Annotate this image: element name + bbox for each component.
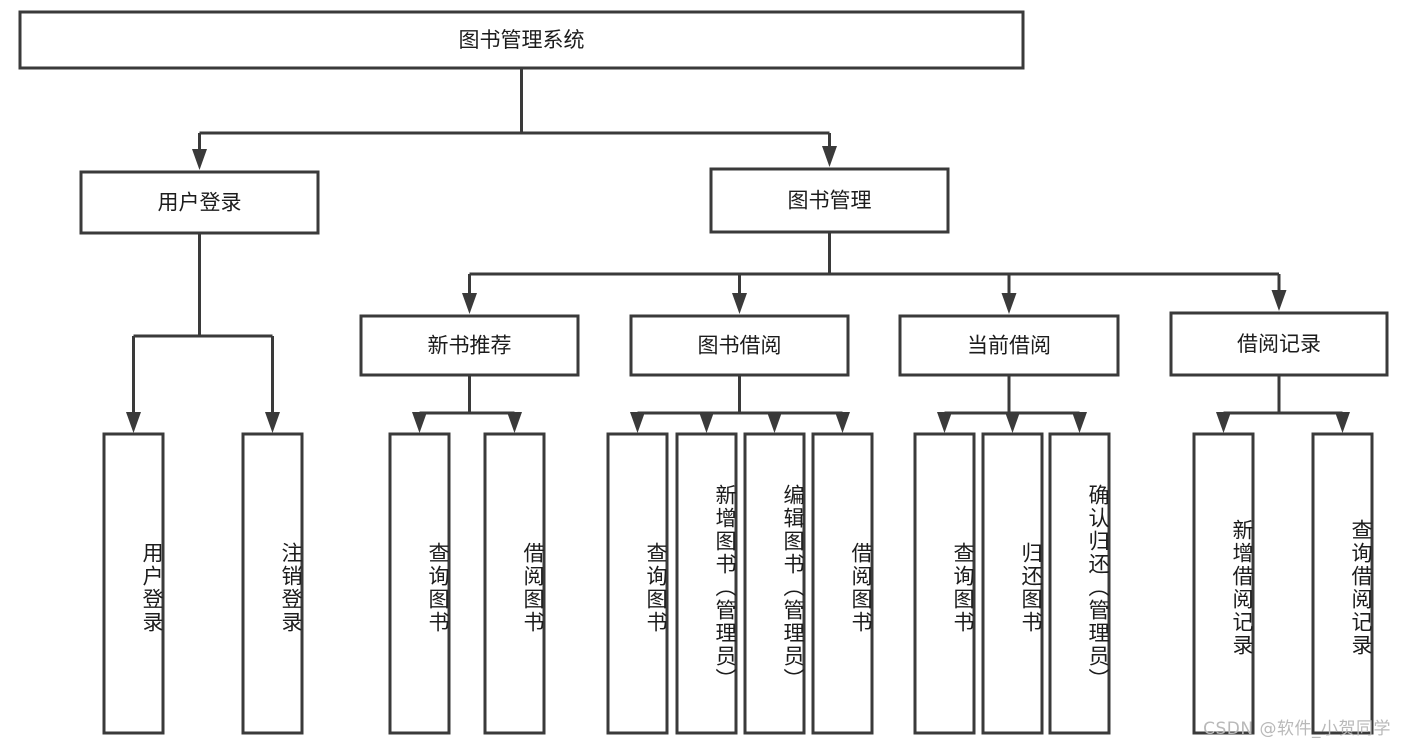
node-box-leaf-query-book-3[interactable] <box>913 432 976 735</box>
node-box-leaf-add-borrow-record[interactable] <box>1192 432 1255 735</box>
node-box-book-management[interactable] <box>709 167 950 234</box>
node-box-borrow-record[interactable] <box>1169 311 1389 377</box>
node-box-new-book-recommend[interactable] <box>359 314 580 377</box>
node-label-current-borrow: 当前借阅 <box>967 334 1051 358</box>
csdn-watermark: CSDN @软件_小贺同学 <box>1203 719 1391 739</box>
node-box-leaf-query-borrow-record[interactable] <box>1311 432 1374 735</box>
node-label-user-login: 用户登录 <box>158 191 242 215</box>
arrow-head-icon <box>767 412 782 433</box>
arrow-head-icon <box>412 412 427 433</box>
arrow-head-icon <box>732 293 747 314</box>
arrow-head-icon <box>699 412 714 433</box>
node-label-book-borrow: 图书借阅 <box>698 334 782 358</box>
node-box-leaf-borrow-book-1[interactable] <box>483 432 546 735</box>
boxes-layer <box>18 10 1389 735</box>
node-box-leaf-return-book[interactable] <box>981 432 1044 735</box>
node-label-book-management: 图书管理 <box>788 189 872 213</box>
arrow-head-icon <box>630 412 645 433</box>
arrow-head-icon <box>822 146 837 167</box>
node-box-leaf-user-login[interactable] <box>102 432 165 735</box>
connectors-layer <box>126 68 1350 433</box>
node-label-root: 图书管理系统 <box>459 28 585 52</box>
node-box-leaf-logout-login[interactable] <box>241 432 304 735</box>
node-box-current-borrow[interactable] <box>898 314 1120 377</box>
node-box-leaf-query-book-2[interactable] <box>606 432 669 735</box>
node-box-root[interactable] <box>18 10 1025 70</box>
node-box-leaf-edit-book[interactable] <box>743 432 806 735</box>
arrow-head-icon <box>1001 293 1017 314</box>
arrow-head-icon <box>1216 412 1231 433</box>
arrow-head-icon <box>265 412 280 433</box>
node-label-new-book-recommend: 新书推荐 <box>428 334 512 358</box>
node-box-user-login[interactable] <box>79 170 320 235</box>
arrow-head-icon <box>835 412 850 433</box>
arrow-head-icon <box>126 412 141 433</box>
arrow-head-icon <box>937 412 952 433</box>
arrow-head-icon <box>1335 412 1350 433</box>
arrow-head-icon <box>507 412 522 433</box>
arrow-head-icon <box>462 293 477 314</box>
node-label-borrow-record: 借阅记录 <box>1237 332 1321 356</box>
arrow-head-icon <box>1005 412 1020 433</box>
node-box-leaf-query-book-1[interactable] <box>388 432 451 735</box>
node-box-leaf-confirm-return[interactable] <box>1048 432 1111 735</box>
node-box-leaf-borrow-book-2[interactable] <box>811 432 874 735</box>
arrow-head-icon <box>1072 412 1087 433</box>
arrow-head-icon <box>1271 290 1287 311</box>
node-box-book-borrow[interactable] <box>629 314 850 377</box>
node-box-leaf-add-book[interactable] <box>675 432 738 735</box>
arrow-head-icon <box>192 149 207 170</box>
